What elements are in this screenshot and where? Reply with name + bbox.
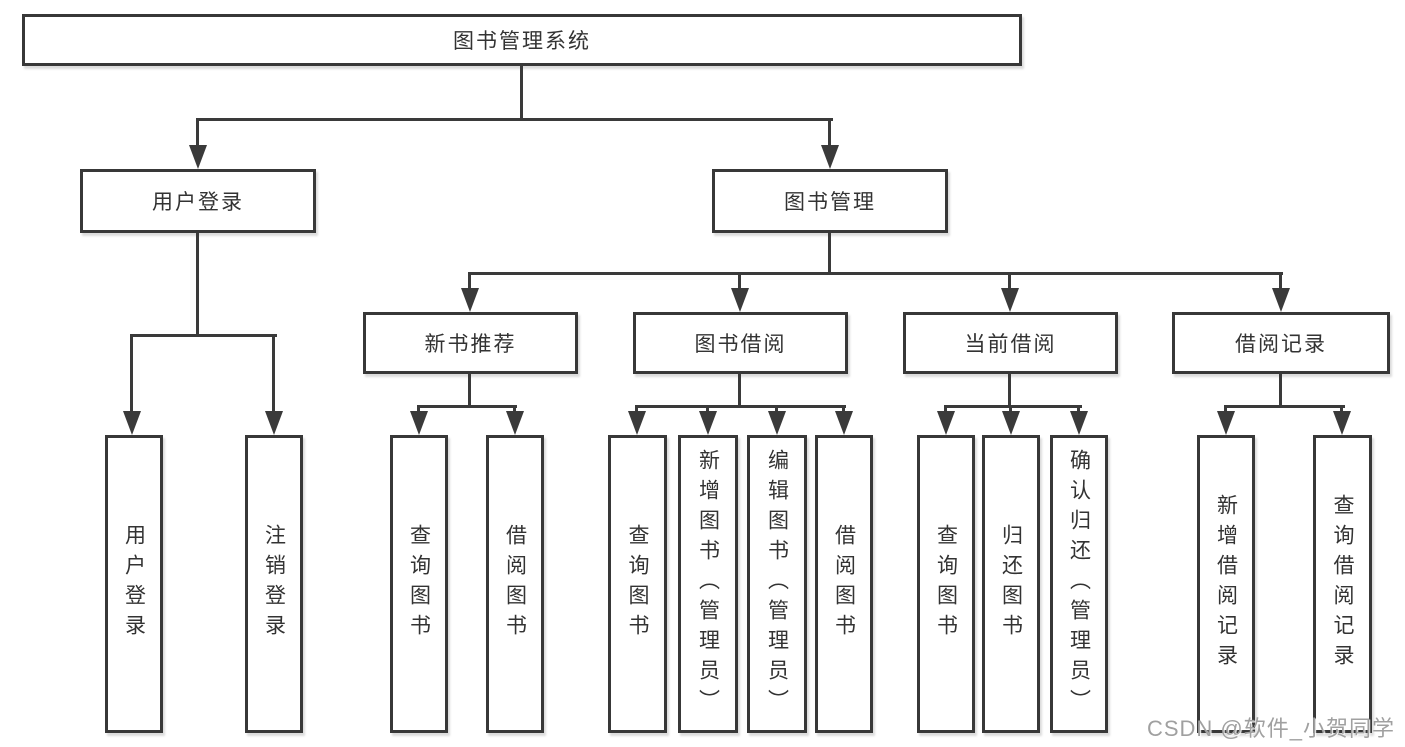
node-book-management: 图书管理 (712, 169, 948, 233)
node-current-borrowing: 当前借阅 (903, 312, 1118, 374)
node-label: 确认归还（管理员） (1067, 449, 1091, 719)
connector-line (130, 334, 133, 413)
node-label: 借阅图书 (832, 524, 856, 644)
arrow-down-icon (1217, 411, 1235, 435)
arrow-down-icon (835, 411, 853, 435)
arrow-down-icon (821, 145, 839, 169)
node-user-login: 用户登录 (80, 169, 316, 233)
node-user-login-action: 用户登录 (105, 435, 163, 733)
connector-line (635, 405, 846, 408)
connector-line (196, 118, 199, 148)
node-label: 查询借阅记录 (1331, 494, 1354, 674)
node-label: 当前借阅 (964, 333, 1057, 356)
node-label: 借阅记录 (1235, 333, 1327, 356)
connector-line (1008, 374, 1011, 408)
node-label: 图书借阅 (694, 333, 787, 356)
node-label: 新增借阅记录 (1214, 494, 1238, 674)
connector-line (944, 405, 1082, 408)
connector-line (196, 233, 199, 337)
csdn-watermark: CSDN @软件_小贺同学 (1146, 716, 1395, 741)
connector-line (1008, 272, 1011, 292)
node-label: 图书管理系统 (453, 30, 591, 53)
arrow-down-icon (123, 411, 141, 435)
arrow-down-icon (628, 411, 646, 435)
node-return-book: 归还图书 (982, 435, 1040, 733)
connector-line (738, 272, 741, 292)
arrow-down-icon (937, 411, 955, 435)
connector-line (130, 334, 277, 337)
node-add-book-admin: 新增图书（管理员） (678, 435, 738, 733)
node-add-borrow-record: 新增借阅记录 (1197, 435, 1255, 733)
arrow-down-icon (1333, 411, 1351, 435)
connector-line (1224, 405, 1345, 408)
node-confirm-return-admin: 确认归还（管理员） (1050, 435, 1108, 733)
node-label: 查询图书 (407, 524, 431, 644)
connector-line (828, 118, 831, 148)
arrow-down-icon (410, 411, 428, 435)
node-label: 编辑图书（管理员） (765, 449, 789, 719)
arrow-down-icon (265, 411, 283, 435)
node-label: 查询图书 (934, 524, 958, 644)
arrow-down-icon (1272, 288, 1290, 312)
arrow-down-icon (189, 145, 207, 169)
arrow-down-icon (1070, 411, 1088, 435)
node-library-system: 图书管理系统 (22, 14, 1022, 66)
connector-line (1279, 272, 1282, 292)
node-logout: 注销登录 (245, 435, 303, 733)
node-query-books-current: 查询图书 (917, 435, 975, 733)
node-label: 新书推荐 (424, 333, 517, 356)
node-query-borrow-record: 查询借阅记录 (1313, 435, 1372, 733)
connector-line (828, 233, 831, 275)
connector-line (417, 405, 517, 408)
connector-line (520, 66, 523, 120)
node-label: 归还图书 (999, 524, 1023, 644)
connector-line (738, 374, 741, 408)
node-label: 图书管理 (784, 191, 876, 214)
arrow-down-icon (506, 411, 524, 435)
arrow-down-icon (768, 411, 786, 435)
node-label: 用户登录 (122, 524, 146, 644)
node-query-books-borrowing: 查询图书 (608, 435, 667, 733)
connector-line (272, 334, 275, 413)
node-label: 查询图书 (626, 524, 649, 644)
connector-line (468, 272, 1283, 275)
node-borrowing-records: 借阅记录 (1172, 312, 1390, 374)
connector-line (1279, 374, 1282, 408)
arrow-down-icon (461, 288, 479, 312)
node-label: 用户登录 (152, 191, 244, 214)
connector-line (468, 272, 471, 292)
node-edit-book-admin: 编辑图书（管理员） (747, 435, 807, 733)
connector-line (196, 118, 833, 121)
node-borrow-books-recommend: 借阅图书 (486, 435, 544, 733)
arrow-down-icon (1001, 288, 1019, 312)
connector-line (468, 374, 471, 408)
arrow-down-icon (1002, 411, 1020, 435)
node-borrow-books-borrowing: 借阅图书 (815, 435, 873, 733)
node-label: 借阅图书 (503, 524, 527, 644)
node-book-borrowing: 图书借阅 (633, 312, 848, 374)
node-new-book-recommend: 新书推荐 (363, 312, 578, 374)
node-label: 注销登录 (262, 524, 286, 644)
node-query-books-recommend: 查询图书 (390, 435, 448, 733)
arrow-down-icon (699, 411, 717, 435)
arrow-down-icon (731, 288, 749, 312)
node-label: 新增图书（管理员） (696, 449, 720, 719)
